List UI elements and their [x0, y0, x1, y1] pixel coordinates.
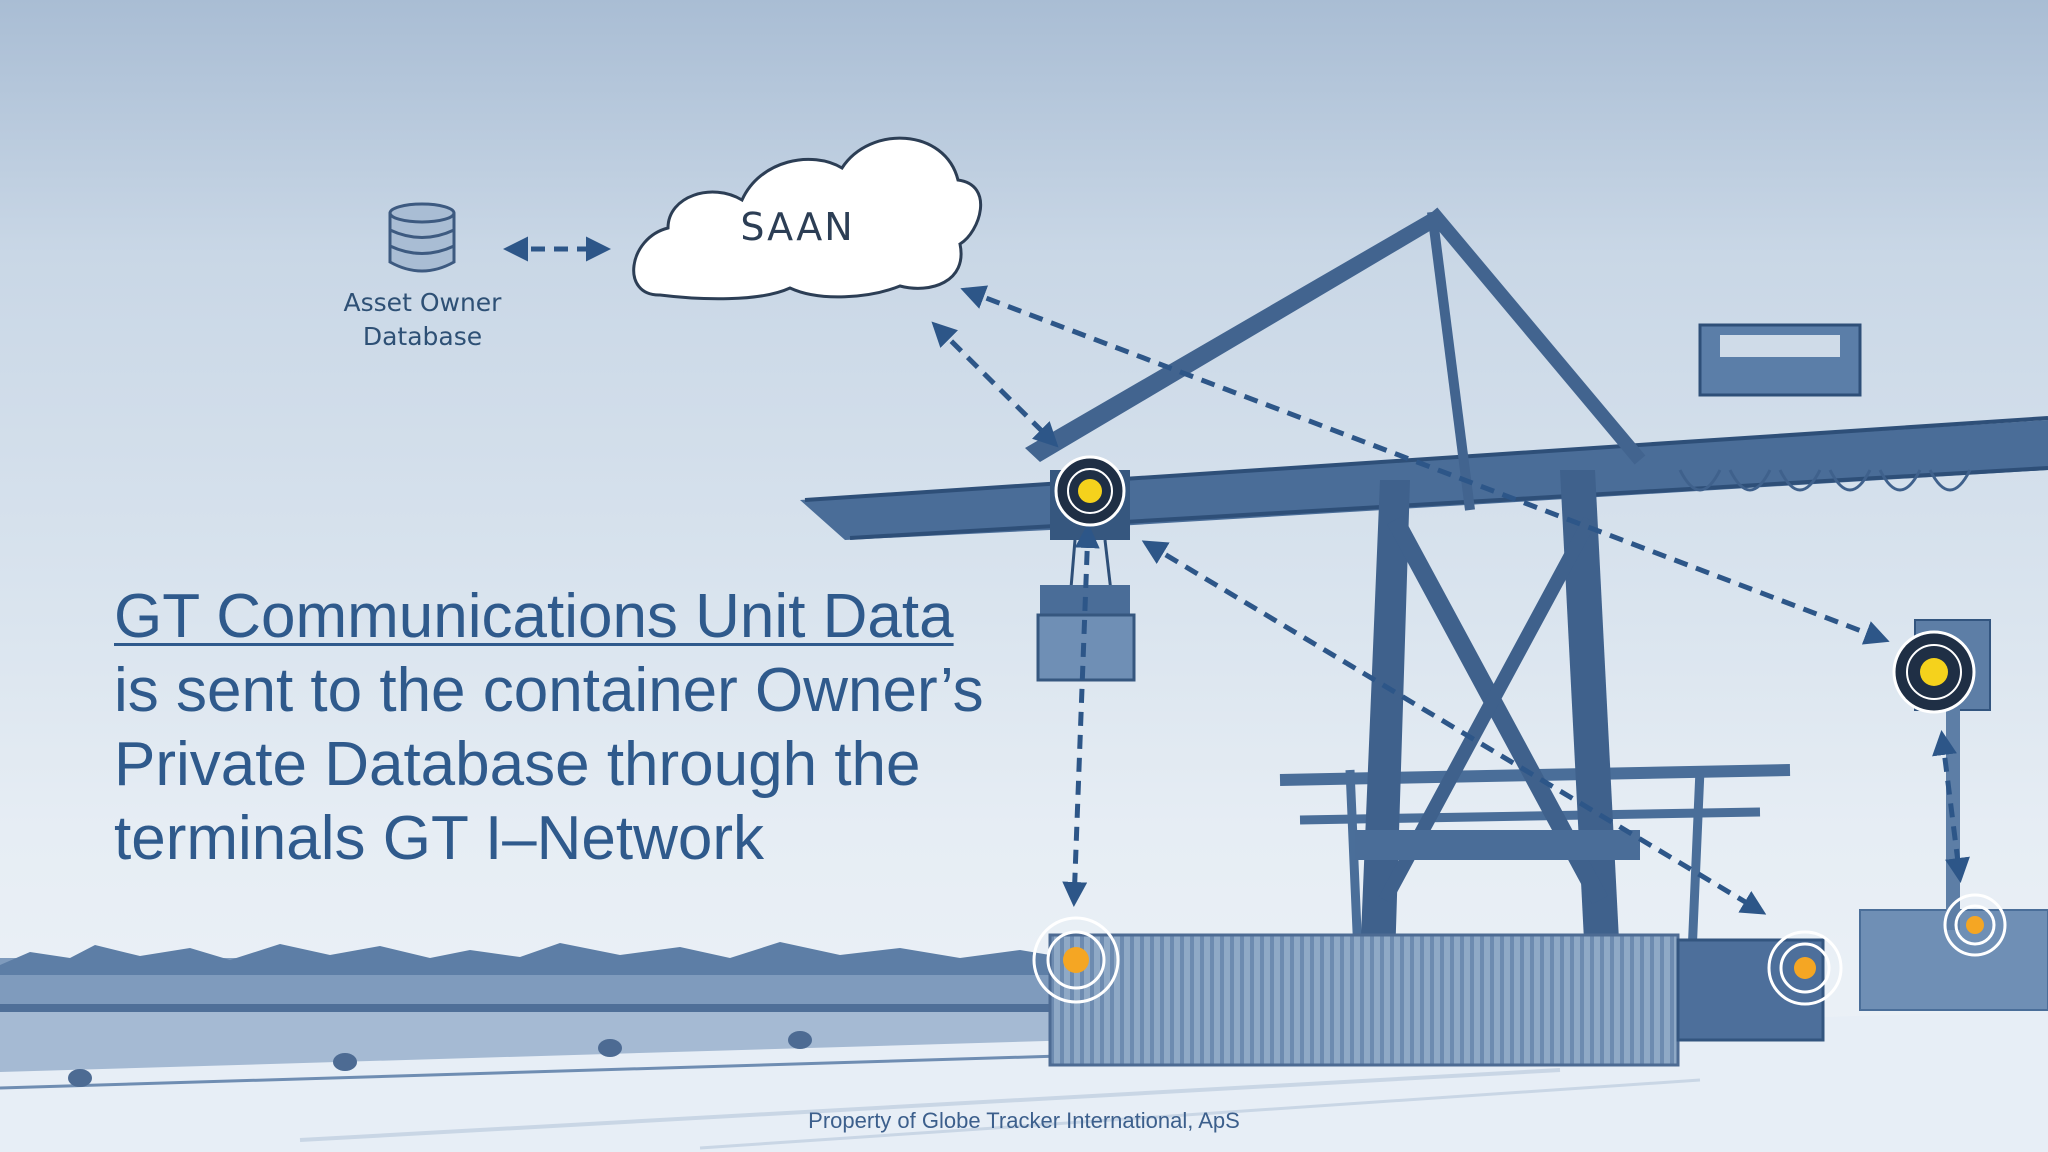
headline: GT Communications Unit Data is sent to t…: [114, 580, 1044, 876]
arrow-crane-container-unit: [1062, 523, 1100, 907]
comm-unit-crane-node: [1054, 455, 1126, 527]
database-label: Asset Owner Database: [330, 286, 515, 354]
arrow-saan-crane-unit: [931, 321, 1059, 448]
headline-link[interactable]: GT Communications Unit Data: [114, 582, 954, 651]
database-icon: [388, 202, 456, 273]
comm-unit-blue-container-node: [1767, 930, 1843, 1006]
comm-unit-ground-vehicle-node: [1943, 893, 2007, 957]
headline-line4: terminals GT I–Network: [114, 804, 765, 873]
arrow-saan-tower-unit: [960, 285, 1890, 645]
data-flow-arrows: [503, 236, 1970, 915]
shipping-container-large: [1048, 933, 1680, 1067]
database-label-line2: Database: [362, 322, 483, 351]
headline-line3: Private Database through the: [114, 730, 921, 799]
arrow-tower-ground-unit: [1932, 730, 1970, 883]
saan-cloud-icon: [632, 136, 983, 301]
headline-line2: is sent to the container Owner’s: [114, 656, 984, 725]
comm-unit-tower-node: [1892, 630, 1976, 714]
comm-unit-container-node: [1032, 916, 1120, 1004]
shipping-container-blue: [1676, 938, 1825, 1042]
saan-label: SAAN: [740, 205, 855, 249]
arrow-crane-blue-container-unit: [1141, 540, 1767, 915]
distant-port-skyline: [0, 942, 1080, 1014]
footer-copyright: Property of Globe Tracker International,…: [808, 1108, 1240, 1133]
database-label-line1: Asset Owner: [343, 288, 502, 317]
